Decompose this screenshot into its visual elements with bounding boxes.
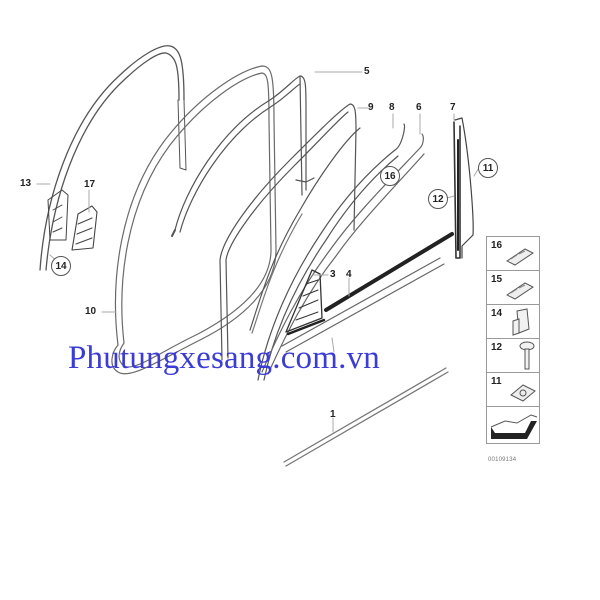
part-13-bracket (47, 189, 69, 241)
part-3-triangle-trim (285, 269, 326, 336)
callout-7: 7 (450, 102, 456, 113)
part-1-long-strip (283, 367, 449, 467)
part-4-dark-strip (324, 232, 454, 312)
legend-item-11: 11 (487, 373, 539, 407)
part-8-strip (257, 123, 406, 381)
legend-item-seal-profile (487, 407, 539, 443)
legend-number: 11 (491, 376, 502, 387)
part-13-outer-frame-seal (39, 45, 187, 271)
callout-9: 9 (368, 102, 374, 113)
clip-plate-icon (506, 248, 534, 266)
callout-17: 17 (84, 179, 96, 190)
watermark: Phutungxesang.com.vn (68, 340, 380, 376)
fastener-legend: 16 15 14 12 11 (486, 236, 540, 444)
callout-4: 4 (346, 269, 352, 280)
part-9-inner-frame (219, 103, 361, 361)
callout-1: 1 (330, 409, 336, 420)
part-10-door-seal (111, 65, 277, 375)
legend-item-16: 16 (487, 237, 539, 271)
legend-number: 16 (491, 240, 503, 251)
bracket-clip-icon (512, 308, 530, 336)
part-7-pillar-trim (453, 117, 474, 259)
screw-icon (519, 341, 535, 370)
callout-13: 13 (20, 178, 32, 189)
seal-profile-icon (490, 414, 538, 439)
callout-8: 8 (389, 102, 395, 113)
callout-3: 3 (330, 269, 336, 280)
circled-callout-14: 14 (51, 256, 71, 276)
legend-number: 15 (491, 274, 503, 285)
part-17-trim (71, 205, 98, 251)
part-6-strip (261, 133, 425, 375)
legend-number: 14 (491, 308, 503, 319)
circled-callout-11: 11 (478, 158, 498, 178)
callout-10: 10 (85, 306, 97, 317)
legend-item-15: 15 (487, 271, 539, 305)
part-2-strip (281, 257, 445, 353)
diagram-code: 00109134 (488, 457, 517, 463)
part-5-window-channel (171, 75, 315, 237)
nut-clip-icon (510, 384, 536, 402)
legend-number: 12 (491, 342, 503, 353)
legend-item-12: 12 (487, 339, 539, 373)
clip-plate-icon (506, 282, 534, 300)
legend-item-14: 14 (487, 305, 539, 339)
circled-callout-12: 12 (428, 189, 448, 209)
callout-6: 6 (416, 102, 422, 113)
circled-callout-16: 16 (380, 166, 400, 186)
callout-5: 5 (364, 66, 370, 77)
